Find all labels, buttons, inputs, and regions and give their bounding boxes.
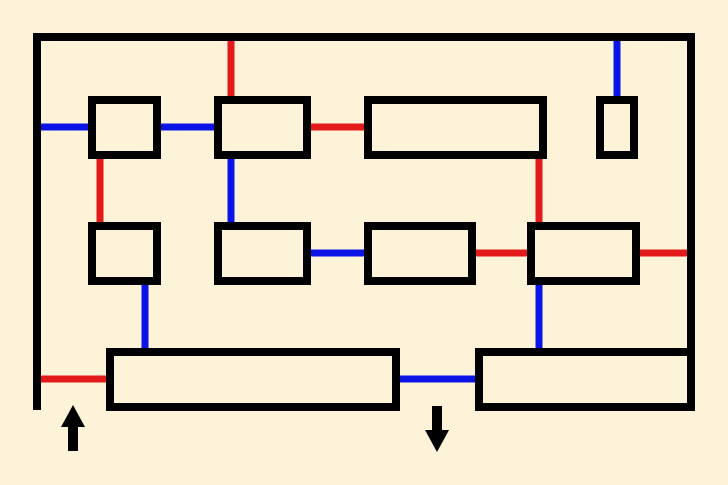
room (364, 96, 547, 159)
blue-doors (40, 40, 621, 383)
room (106, 348, 400, 411)
outer-wall (33, 33, 695, 410)
room (88, 96, 161, 159)
room (596, 96, 638, 159)
arrow-up-icon (61, 405, 85, 451)
room (214, 222, 311, 285)
room (88, 222, 161, 285)
red-doors (40, 40, 688, 383)
room (475, 348, 695, 411)
room (214, 96, 311, 159)
room (527, 222, 640, 285)
rooms (88, 96, 695, 411)
arrow-down-icon (425, 406, 449, 452)
room (364, 222, 476, 285)
